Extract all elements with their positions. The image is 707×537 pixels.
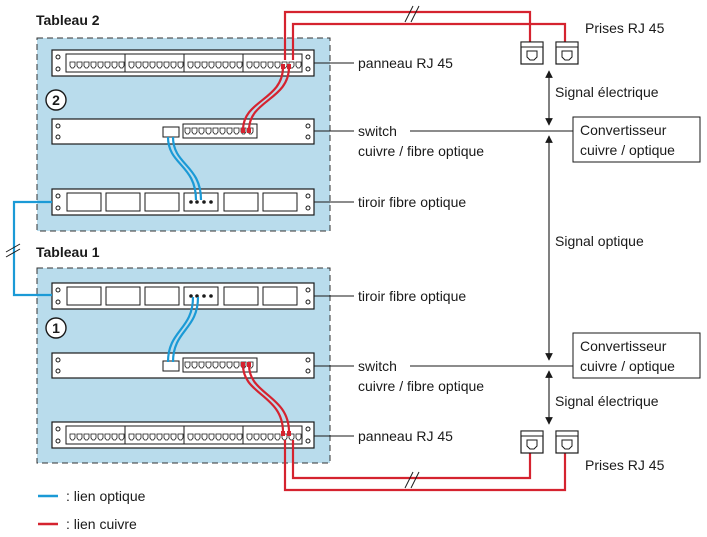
copper-port-markers [241, 64, 291, 436]
link-break-copper-top [404, 5, 420, 23]
legend-cuivre-label: : lien cuivre [66, 516, 137, 532]
panneau-rj45-bottom [51, 421, 315, 449]
svg-text:1: 1 [52, 320, 60, 336]
legend-optique-label: : lien optique [66, 488, 146, 504]
label-signal-electrique-top: Signal électrique [555, 84, 659, 100]
label-switch-bottom: switch [358, 358, 397, 374]
link-break-copper-bottom [404, 471, 420, 489]
svg-text:cuivre / optique: cuivre / optique [580, 358, 675, 374]
prises-rj45-top [520, 41, 579, 65]
optical-links [12, 136, 203, 363]
svg-text:2: 2 [52, 92, 60, 108]
label-leaders [314, 62, 573, 437]
prises-rj45-bottom [520, 430, 579, 454]
tableau1-number-badge: 1 [45, 317, 67, 339]
label-prises-top: Prises RJ 45 [585, 20, 665, 36]
tableau2-number-badge: 2 [45, 89, 67, 111]
tiroir-fibre-bottom [51, 282, 315, 310]
svg-text:Convertisseur: Convertisseur [580, 122, 667, 138]
label-switch-bottom-sub: cuivre / fibre optique [358, 378, 484, 394]
svg-text:Convertisseur: Convertisseur [580, 338, 667, 354]
label-tiroir-bottom: tiroir fibre optique [358, 288, 466, 304]
label-switch-top-sub: cuivre / fibre optique [358, 143, 484, 159]
tableau1-title: Tableau 1 [36, 244, 100, 260]
label-panneau-rj45-top: panneau RJ 45 [358, 55, 453, 71]
link-break-optical [5, 243, 21, 258]
copper-links [241, 10, 567, 492]
convertisseur-top: Convertisseur cuivre / optique [572, 116, 701, 163]
label-prises-bottom: Prises RJ 45 [585, 457, 665, 473]
label-signal-electrique-bottom: Signal électrique [555, 393, 659, 409]
label-tiroir-top: tiroir fibre optique [358, 194, 466, 210]
convertisseur-bottom: Convertisseur cuivre / optique [572, 332, 701, 379]
label-signal-optique: Signal optique [555, 233, 644, 249]
svg-text:cuivre / optique: cuivre / optique [580, 142, 675, 158]
label-switch-top: switch [358, 123, 397, 139]
switch-bottom [51, 352, 315, 379]
label-panneau-rj45-bottom: panneau RJ 45 [358, 428, 453, 444]
tiroir-fibre-top [51, 188, 315, 216]
panneau-rj45-top [51, 49, 315, 77]
tableau2-title: Tableau 2 [36, 12, 100, 28]
switch-top [51, 118, 315, 145]
legend: : lien optique : lien cuivre [38, 488, 146, 532]
